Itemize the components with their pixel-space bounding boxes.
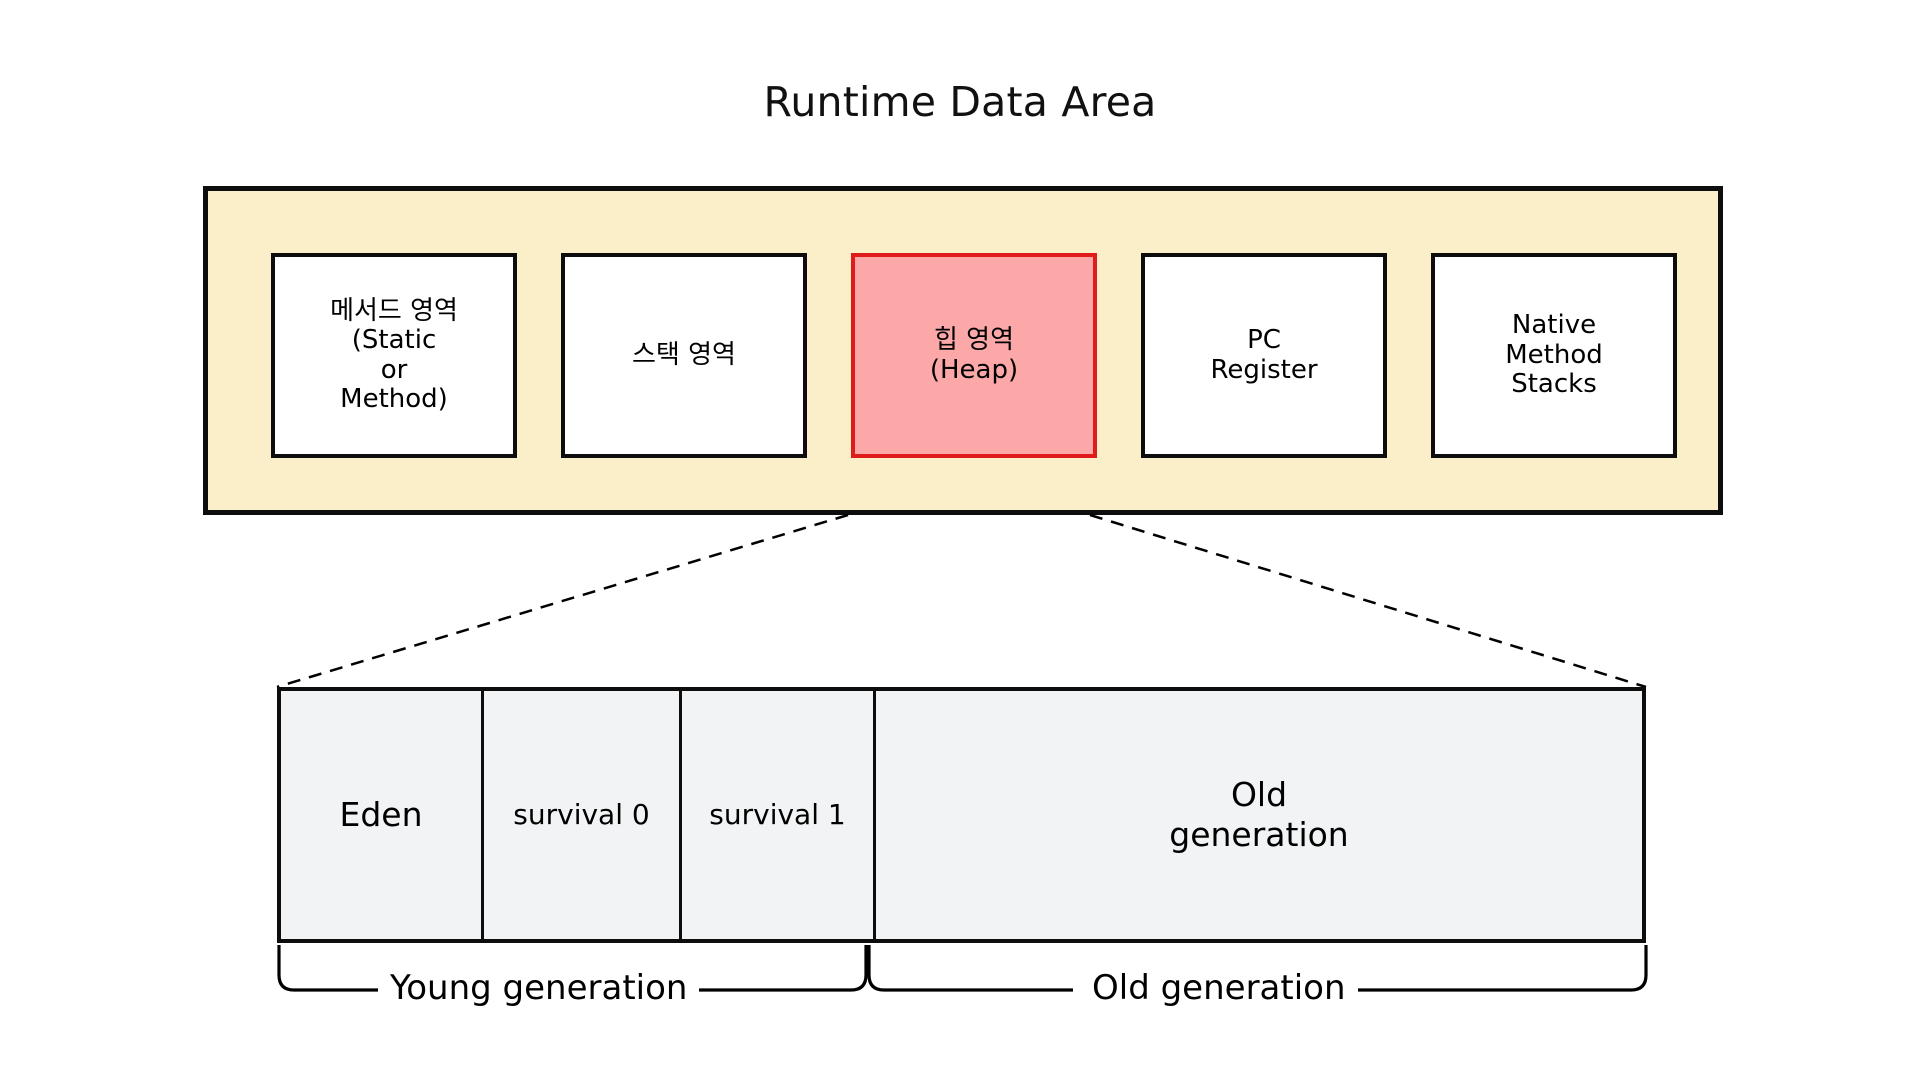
heap-region-survival-0-label: survival 0 <box>513 798 649 832</box>
memory-area-box-stack-area-label: 스택 영역 <box>632 339 736 370</box>
label-line: (Heap) <box>929 354 1019 385</box>
memory-area-box-native-method-stacks[interactable]: Native Method Stacks <box>1431 253 1677 458</box>
heap-region-survival-1[interactable]: survival 1 <box>679 691 873 939</box>
bracket-label-young-generation: Young generation <box>378 968 700 1008</box>
label-line: Register <box>1210 354 1318 385</box>
label-line: Stacks <box>1511 369 1597 400</box>
label-line: Native <box>1511 310 1597 341</box>
memory-area-box-stack-area[interactable]: 스택 영역 <box>561 253 807 458</box>
label-line: 스택 영역 <box>632 339 736 370</box>
label-line: Method) <box>340 383 448 414</box>
label-line: 메서드 영역 <box>330 295 458 326</box>
connector-line-left <box>276 513 849 689</box>
memory-area-box-pc-register-label: PC Register <box>1210 325 1318 385</box>
label-line: or <box>380 354 408 385</box>
heap-region-old-generation-label: Old generation <box>1169 775 1348 856</box>
memory-area-box-heap-area[interactable]: 힙 영역 (Heap) <box>851 253 1097 458</box>
label-line: (Static <box>351 325 437 356</box>
memory-area-box-native-method-stacks-label: Native Method Stacks <box>1505 310 1603 400</box>
heap-region-eden[interactable]: Eden <box>281 691 481 939</box>
bracket-label-old-generation: Old generation <box>1080 968 1358 1008</box>
label-line: Method <box>1505 339 1603 370</box>
label-line: Old <box>1230 774 1288 814</box>
heap-region-survival-0[interactable]: survival 0 <box>481 691 679 939</box>
connector-line-right <box>1089 513 1647 689</box>
label-line: generation <box>1169 815 1349 854</box>
runtime-data-area-container: 메서드 영역 (Static or Method) 스택 영역 힙 영역 (He… <box>203 186 1723 515</box>
label-line: Eden <box>339 794 423 834</box>
heap-region-eden-label: Eden <box>339 795 422 835</box>
heap-region-survival-1-label: survival 1 <box>709 798 845 832</box>
heap-region-old-generation[interactable]: Old generation <box>873 691 1642 939</box>
memory-area-box-method-area[interactable]: 메서드 영역 (Static or Method) <box>271 253 517 458</box>
label-line: 힙 영역 <box>933 325 1015 356</box>
heap-detail-table: Eden survival 0 survival 1 Old generatio… <box>277 687 1646 943</box>
page-title: Runtime Data Area <box>763 78 1157 126</box>
memory-area-box-heap-area-label: 힙 영역 (Heap) <box>929 325 1019 385</box>
label-line: survival 0 <box>513 797 650 831</box>
label-line: PC <box>1247 325 1281 356</box>
memory-area-box-method-area-label: 메서드 영역 (Static or Method) <box>330 295 458 415</box>
label-line: survival 1 <box>709 797 846 831</box>
memory-area-box-pc-register[interactable]: PC Register <box>1141 253 1387 458</box>
